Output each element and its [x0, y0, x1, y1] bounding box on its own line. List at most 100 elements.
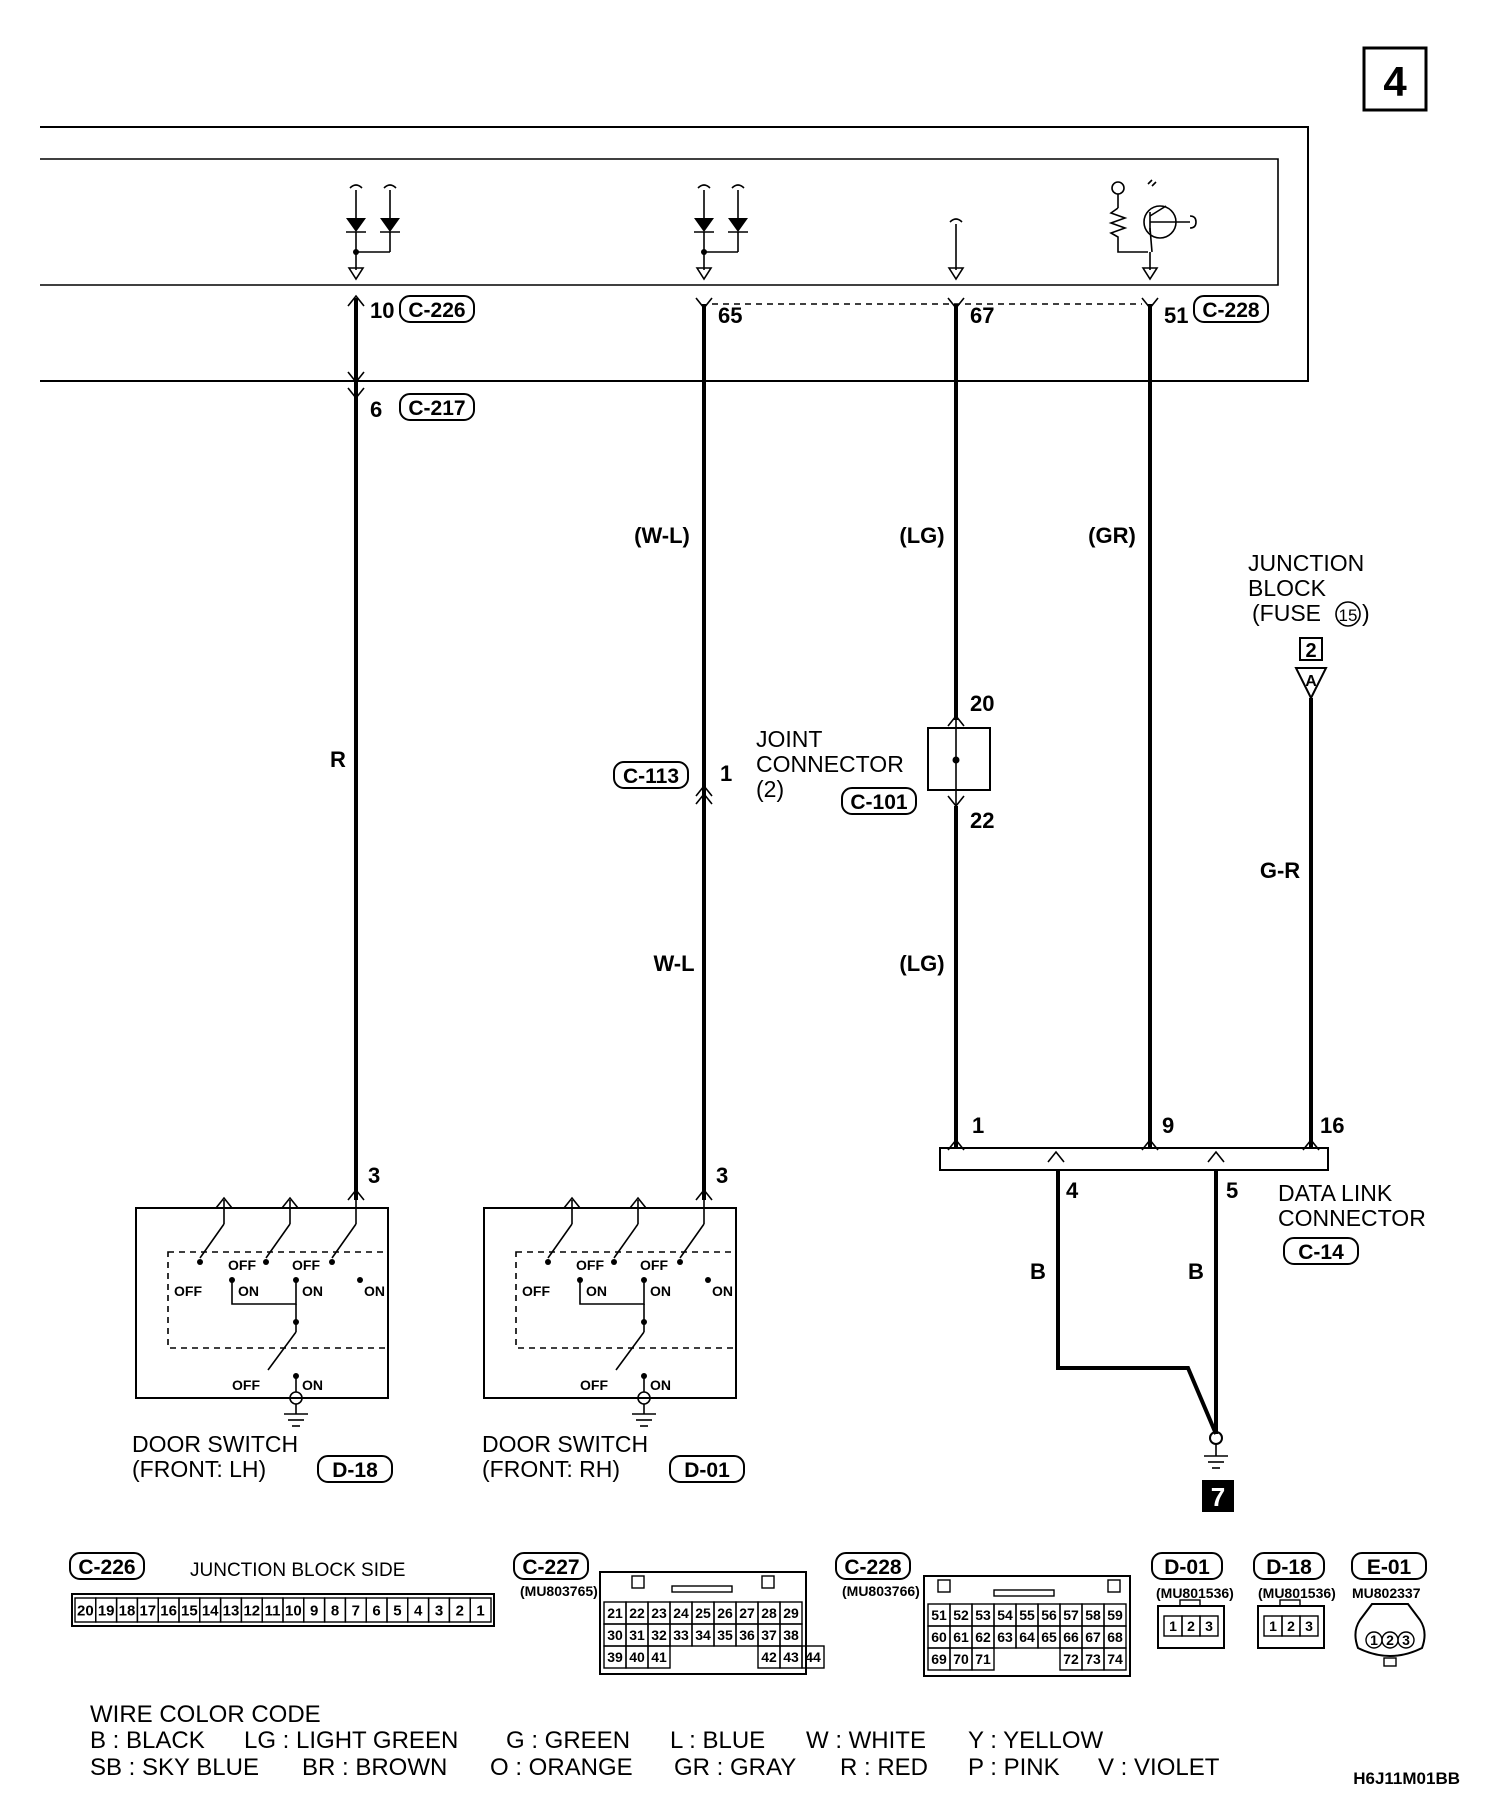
- c227-pin-number: 29: [783, 1605, 799, 1621]
- c227-pin-number: 44: [805, 1649, 821, 1665]
- switch-on-lh-2: ON: [302, 1283, 323, 1299]
- wire-g-r: [1302, 698, 1320, 1151]
- wire-color-lg-top: (LG): [899, 523, 944, 548]
- diode-pair-icon: [346, 184, 400, 281]
- c228-pin-number: 52: [953, 1607, 969, 1623]
- c228-pin-number: 70: [953, 1651, 969, 1667]
- pinout-e01-label: E-01: [1367, 1556, 1412, 1579]
- c227-pin-number: 23: [651, 1605, 667, 1621]
- c228-pin-cell: [1103, 1647, 1127, 1671]
- door-switch-rh-symbol: [483, 1196, 737, 1427]
- legend-y: Y : YELLOW: [968, 1727, 1104, 1754]
- c228-pin-number: 57: [1063, 1607, 1079, 1623]
- connector-c14-box: [1283, 1237, 1359, 1265]
- d18-pin-number: 3: [1305, 1618, 1313, 1634]
- c228-pin-number: 68: [1107, 1629, 1123, 1645]
- dlc-pin-5: 5: [1226, 1178, 1238, 1203]
- dlc-pin-4: 4: [1066, 1178, 1079, 1203]
- c226-pin-number: 18: [119, 1602, 136, 1619]
- wire-gr: [1141, 297, 1159, 1151]
- c226-pin-number: 19: [98, 1602, 115, 1619]
- legend-gr: GR : GRAY: [674, 1754, 796, 1781]
- pin-6: 6: [370, 397, 382, 422]
- c226-pin-number: 1: [476, 1602, 484, 1619]
- d01-pin-cell: [1199, 1615, 1219, 1637]
- figure-code: H6J11M01BB: [1353, 1769, 1460, 1788]
- c227-pin-number: 30: [607, 1627, 623, 1643]
- e01-pin-number: 1: [1370, 1632, 1378, 1648]
- c227-pin-number: 38: [783, 1627, 799, 1643]
- wire-b-ground: [1056, 1170, 1228, 1469]
- c227-pin-cell: [647, 1645, 671, 1669]
- pin-3-rh: 3: [716, 1163, 728, 1188]
- page-number: 4: [1383, 58, 1407, 105]
- c227-pin-number: 33: [673, 1627, 689, 1643]
- connector-c228-label: C-228: [1202, 299, 1260, 322]
- transistor-icon: [1108, 179, 1197, 281]
- c227-part-number: (MU803765): [520, 1583, 598, 1599]
- c228-pin-number: 66: [1063, 1629, 1079, 1645]
- c226-pin-number: 2: [456, 1602, 464, 1619]
- dlc-pin-9: 9: [1162, 1113, 1174, 1138]
- wire-color-w-l-top: (W-L): [634, 523, 690, 548]
- c227-pin-number: 43: [783, 1649, 799, 1665]
- c227-pin-number: 28: [761, 1605, 777, 1621]
- pin-67: 67: [970, 303, 994, 328]
- e01-pin-number: 3: [1402, 1632, 1410, 1648]
- c227-pin-number: 25: [695, 1605, 711, 1621]
- legend-title: WIRE COLOR CODE: [90, 1701, 321, 1728]
- c227-pin-number: 36: [739, 1627, 755, 1643]
- c228-pin-number: 53: [975, 1607, 991, 1623]
- data-link-connector-body: [939, 1147, 1329, 1171]
- diode-pair-icon: [694, 184, 748, 281]
- c226-pin-number: 10: [285, 1602, 302, 1619]
- c228-pin-number: 71: [975, 1651, 991, 1667]
- pin-51: 51: [1164, 303, 1188, 328]
- switch-off-rh-2: OFF: [576, 1257, 604, 1273]
- wire-color-g-r: G-R: [1260, 858, 1300, 883]
- c228-pinout-frame: [923, 1575, 1131, 1677]
- legend-v: V : VIOLET: [1098, 1754, 1220, 1781]
- pin-1-c113: 1: [720, 761, 732, 786]
- c227-pin-number: 21: [607, 1605, 623, 1621]
- c228-pin-number: 62: [975, 1629, 991, 1645]
- junction-block-line1: JUNCTION: [1248, 550, 1364, 576]
- switch-on-rh-4: ON: [650, 1377, 671, 1393]
- switch-on-rh-3: ON: [712, 1283, 733, 1299]
- pin-20: 20: [970, 691, 994, 716]
- c226-pinout-frame: [71, 1593, 495, 1627]
- d18-pin-number: 2: [1287, 1618, 1295, 1634]
- connector-c217-label: C-217: [408, 397, 465, 420]
- joint-connector-line2: CONNECTOR: [756, 751, 904, 777]
- connector-c228-box: [1193, 295, 1269, 323]
- e01-connector-frame: [1354, 1603, 1426, 1657]
- fuse-number-circle: [1335, 601, 1361, 627]
- connector-d18-box: [317, 1455, 393, 1483]
- connector-c226-box: [399, 295, 475, 323]
- wire-color-gr-top: (GR): [1088, 523, 1136, 548]
- c226-pin-number: 5: [393, 1602, 401, 1619]
- c226-pin-number: 4: [414, 1602, 423, 1619]
- junction-ref-arrow-icon: [1294, 667, 1328, 701]
- data-link-line1: DATA LINK: [1278, 1180, 1393, 1206]
- junction-block-line3-end: ): [1362, 600, 1370, 626]
- connector-d01-label: D-01: [684, 1459, 730, 1482]
- connector-c113-label: C-113: [623, 765, 679, 788]
- legend-b: B : BLACK: [90, 1727, 205, 1754]
- pinout-c228-label: C-228: [844, 1556, 902, 1579]
- door-rh-line1: DOOR SWITCH: [482, 1431, 648, 1457]
- c227-pin-number: 34: [695, 1627, 711, 1643]
- switch-off-lh-4: OFF: [232, 1377, 260, 1393]
- pin-65: 65: [718, 303, 742, 328]
- c227-pin-number: 41: [651, 1649, 667, 1665]
- legend-p: P : PINK: [968, 1754, 1060, 1781]
- c227-pin-number: 26: [717, 1605, 733, 1621]
- d01-pin-number: 1: [1169, 1618, 1177, 1634]
- dlc-pin-1: 1: [972, 1113, 984, 1138]
- pinout-d18-tag: [1253, 1552, 1325, 1580]
- unit-outer-outline: [40, 126, 1309, 382]
